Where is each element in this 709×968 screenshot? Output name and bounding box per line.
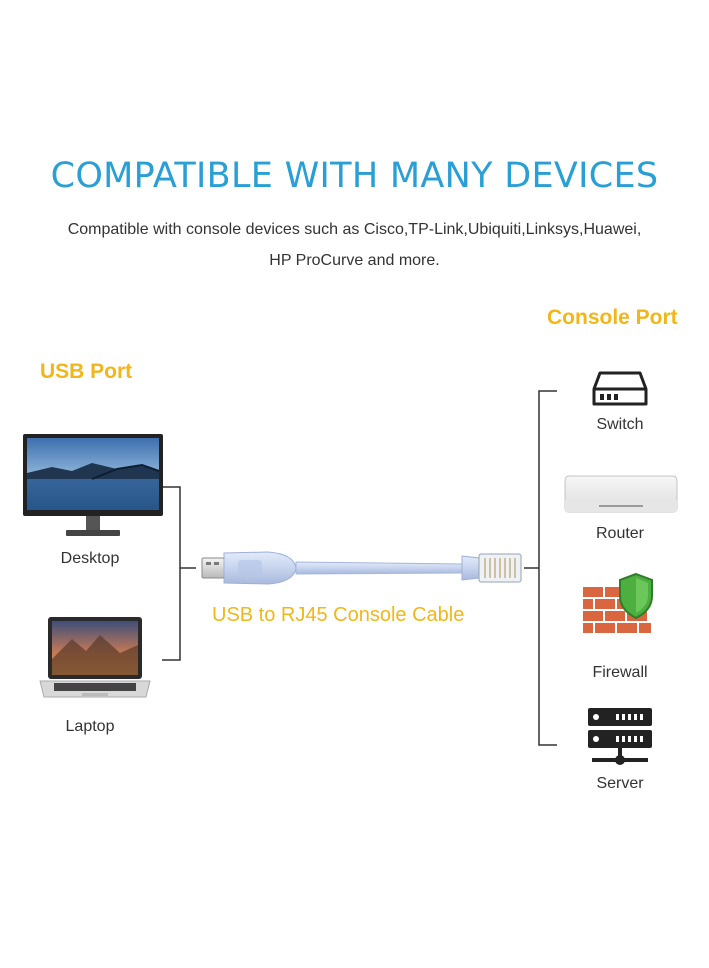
desktop-monitor-icon [23,434,163,536]
switch-label: Switch [596,416,644,433]
usb-port-label: USB Port [40,360,133,383]
server-icon [588,708,652,765]
diagram-subtitle: Compatible with console devices such as … [20,214,689,276]
laptop-label: Laptop [65,718,115,735]
router-icon [564,475,678,513]
firewall-icon [581,572,653,635]
right-bracket-line [538,390,557,746]
console-port-label: Console Port [547,306,678,329]
usb-rj45-cable-icon [201,551,522,585]
firewall-label: Firewall [592,664,648,681]
diagram-title: COMPATIBLE WITH MANY DEVICES [50,156,659,196]
switch-icon [592,371,648,406]
desktop-label: Desktop [60,550,120,567]
left-bracket-line [162,486,181,661]
server-label: Server [596,775,644,792]
subtitle-line-1: Compatible with console devices such as … [67,221,642,238]
cable-label: USB to RJ45 Console Cable [212,604,465,626]
subtitle-line-2: HP ProCurve and more. [269,252,440,269]
laptop-icon [39,617,151,698]
router-label: Router [595,525,645,542]
